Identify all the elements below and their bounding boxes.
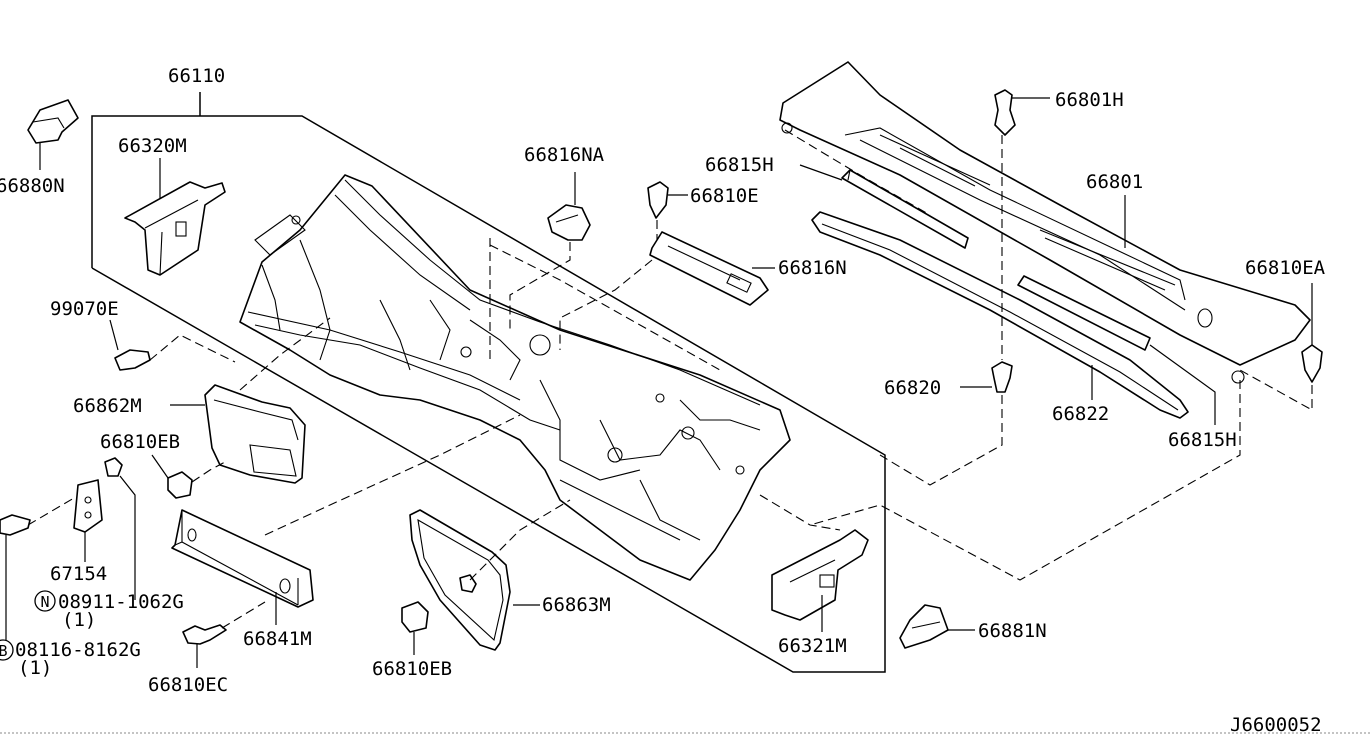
- assembly-frame-66110: [91, 92, 886, 673]
- seal-strip-66815H-upper: [799, 164, 969, 249]
- bracket-67154: [27, 457, 136, 600]
- label-66815H-lower: 66815H: [1168, 429, 1237, 451]
- label-66822: 66822: [1052, 403, 1109, 425]
- insulator-66841M: [171, 414, 521, 625]
- label-qty-1-a: (1): [62, 609, 96, 631]
- label-66810E: 66810E: [690, 185, 759, 207]
- bracket-66321M: [759, 494, 869, 632]
- rail-66822: [811, 211, 1189, 419]
- guide-66816NA-side: [489, 244, 721, 371]
- grommet-99070E: [109, 319, 236, 371]
- label-66801H: 66801H: [1055, 89, 1124, 111]
- label-66801: 66801: [1086, 171, 1143, 193]
- seal-strip-66815H-lower: [1017, 275, 1216, 425]
- clip-66810E: [647, 181, 688, 240]
- label-66862M: 66862M: [73, 395, 142, 417]
- label-66881N: 66881N: [978, 620, 1047, 642]
- grommet-66820: [879, 361, 1013, 486]
- clip-66801H: [994, 89, 1050, 360]
- label-66810EB-bottom: 66810EB: [372, 658, 452, 680]
- bracket-66816N: [559, 231, 775, 350]
- label-66863M: 66863M: [542, 594, 611, 616]
- label-66880N: 66880N: [0, 175, 65, 197]
- clip-66816NA: [509, 172, 591, 330]
- label-99070E: 99070E: [50, 298, 119, 320]
- label-67154: 67154: [50, 563, 107, 585]
- label-08911-1062G: 08911-1062G: [58, 591, 184, 613]
- seal-66862M: [170, 317, 331, 484]
- diagram-code: J6600052: [1230, 714, 1322, 736]
- clip-66880N: [27, 99, 79, 170]
- label-08116-8162G: 08116-8162G: [15, 639, 141, 661]
- marker-N-text: N: [40, 593, 49, 611]
- label-66815H-upper: 66815H: [705, 154, 774, 176]
- label-66810EB-left: 66810EB: [100, 431, 180, 453]
- label-66110: 66110: [168, 65, 225, 87]
- bolt-08116-8162G: [0, 514, 31, 640]
- label-66810EA: 66810EA: [1245, 257, 1326, 279]
- clip-66881N: [899, 604, 975, 649]
- label-66816NA: 66816NA: [524, 144, 605, 166]
- marker-N: N: [34, 590, 56, 612]
- marker-B: B: [0, 639, 14, 661]
- label-qty-1-b: (1): [18, 657, 52, 679]
- nut-66810EB-bottom: [401, 601, 429, 655]
- label-66321M: 66321M: [778, 635, 847, 657]
- marker-B-text: B: [0, 642, 8, 660]
- bracket-66320M: [124, 158, 226, 276]
- label-66841M: 66841M: [243, 628, 312, 650]
- bolt-66810EC: [182, 601, 266, 668]
- label-66820: 66820: [884, 377, 941, 399]
- nut-66810EB-left: [151, 454, 226, 499]
- label-66320M: 66320M: [118, 135, 187, 157]
- label-66810EC: 66810EC: [148, 674, 228, 696]
- dash-panel-part: [239, 174, 791, 581]
- clip-66810EA: [1239, 283, 1323, 411]
- guide-66815H-return: [809, 380, 1241, 581]
- seal-66863M: [409, 499, 571, 651]
- label-66816N: 66816N: [778, 257, 847, 279]
